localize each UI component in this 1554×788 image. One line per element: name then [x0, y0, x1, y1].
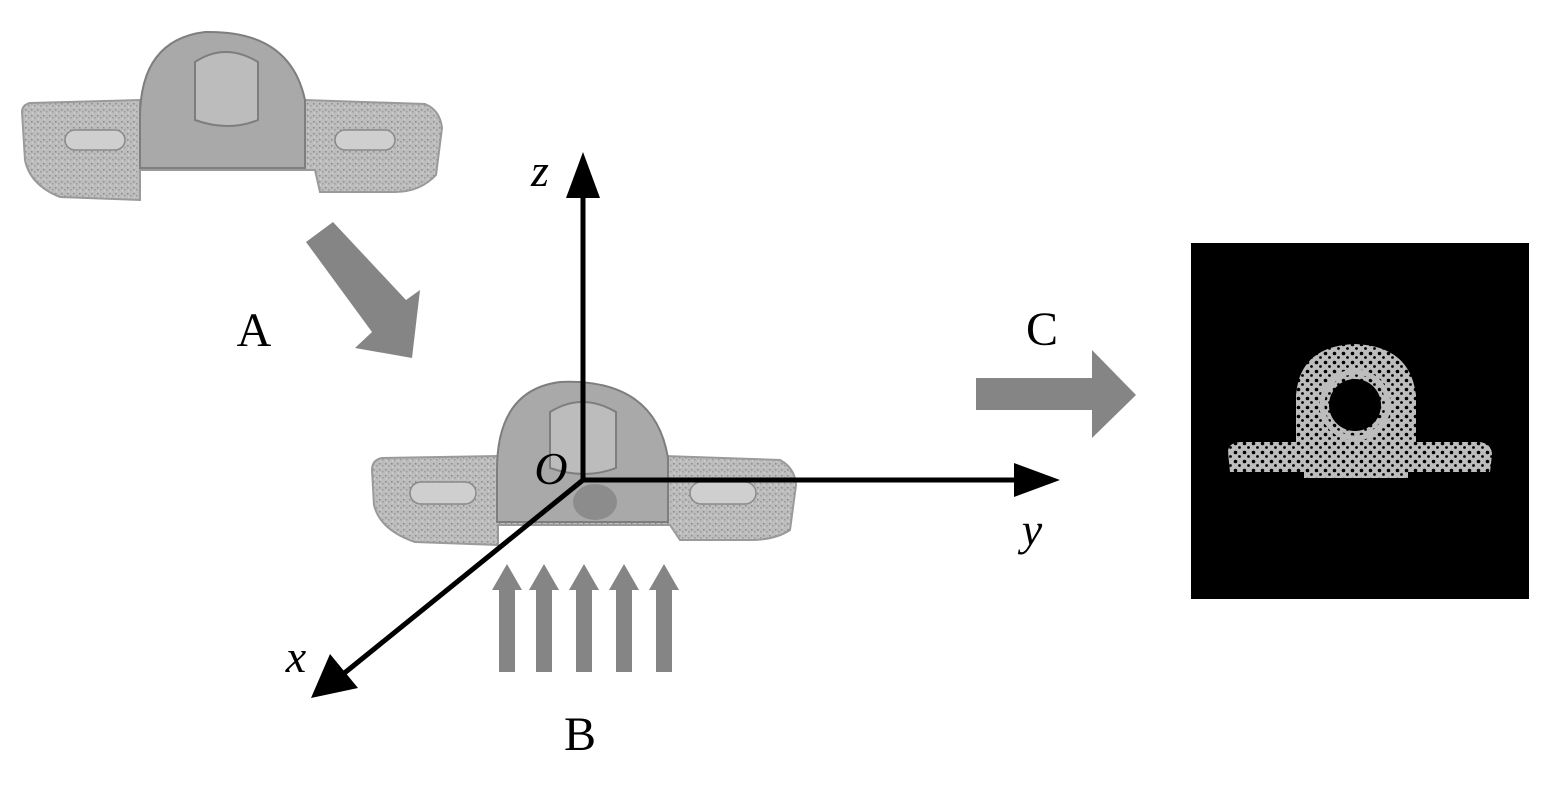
arrow-c	[976, 350, 1136, 438]
label-a: A	[237, 304, 272, 357]
source-object-slot-left	[64, 129, 126, 151]
center-object-slot-right	[689, 481, 757, 505]
center-object-slot-left	[409, 481, 477, 505]
source-object	[20, 30, 444, 202]
origin-label: O	[534, 443, 567, 494]
arrow-b-5	[649, 564, 679, 672]
label-c: C	[1026, 303, 1058, 356]
arrow-b-4	[609, 564, 639, 672]
source-object-slot-right	[334, 129, 396, 151]
projection-image	[1191, 243, 1529, 599]
label-b: B	[564, 708, 596, 761]
x-axis-arrowhead	[311, 654, 358, 698]
x-axis-line	[340, 478, 585, 677]
arrow-b-3	[569, 564, 599, 672]
y-axis-label: y	[1018, 504, 1043, 555]
arrow-b-1	[492, 564, 522, 672]
projection-bore	[1329, 379, 1381, 431]
source-object-bore	[194, 51, 259, 127]
z-axis-arrowhead	[566, 152, 600, 198]
arrows-b	[492, 564, 679, 672]
source-object-base	[20, 98, 444, 202]
x-axis-label: x	[285, 631, 307, 682]
center-object-underside	[573, 484, 617, 520]
projection-bore-ring	[1319, 369, 1391, 441]
arrow-a	[306, 222, 420, 358]
z-axis-label: z	[530, 145, 549, 196]
arrow-b-2	[529, 564, 559, 672]
y-axis-arrowhead	[1014, 463, 1060, 497]
coordinate-axes	[311, 152, 1060, 698]
